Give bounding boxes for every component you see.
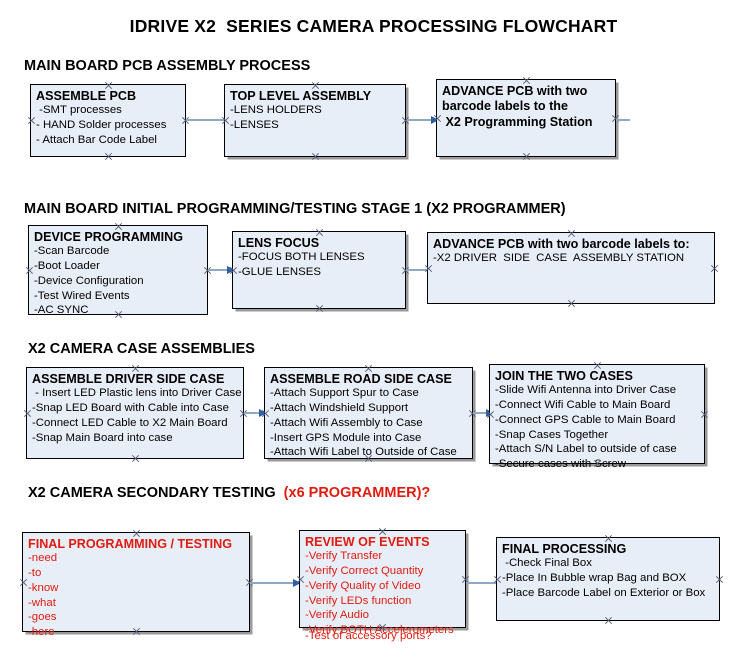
node-line: - HAND Solder processes	[36, 118, 167, 131]
node-title: ADVANCE PCB with two barcode labels to:	[433, 237, 690, 251]
node-join-the-two-cases[interactable]: JOIN THE TWO CASES -Slide Wifi Antenna i…	[489, 364, 705, 470]
node-line: -FOCUS BOTH LENSES	[238, 251, 365, 264]
node-line: -Verify Audio	[305, 609, 369, 622]
node-advance-pcb-driver-station[interactable]: ADVANCE PCB with two barcode labels to: …	[427, 232, 715, 304]
node-advance-pcb-x2-station[interactable]: ADVANCE PCB with two barcode labels to t…	[436, 79, 616, 157]
node-assemble-pcb[interactable]: ASSEMBLE PCB -SMT processes - HAND Solde…	[30, 84, 186, 157]
node-line: -Attach Support Spur to Case	[270, 387, 419, 400]
node-line: -GLUE LENSES	[238, 265, 321, 278]
node-line: -Scan Barcode	[34, 245, 110, 258]
node-line: -Place In Bubble wrap Bag and BOX	[502, 571, 687, 584]
node-title: DEVICE PROGRAMMING	[34, 230, 184, 244]
node-title: LENS FOCUS	[238, 236, 320, 250]
node-assemble-road-side-case[interactable]: ASSEMBLE ROAD SIDE CASE -Attach Support …	[264, 367, 473, 459]
node-line: - Insert LED Plastic lens into Driver Ca…	[32, 387, 242, 400]
connection-handle-bottom	[522, 152, 531, 161]
node-overflow-line: -Test of accessory ports?	[305, 630, 432, 642]
node-line: -Attach Wifi Label to Outside of Case	[270, 446, 457, 459]
node-line: -Insert GPS Module into Case	[270, 431, 422, 444]
section-heading-1: MAIN BOARD PCB ASSEMBLY PROCESS	[24, 58, 311, 74]
node-line: -goes	[28, 611, 57, 624]
section-heading-2: MAIN BOARD INITIAL PROGRAMMING/TESTING S…	[24, 201, 566, 217]
node-line: -Snap LED Board with Cable into Case	[32, 401, 229, 414]
node-line: -Device Configuration	[34, 274, 144, 287]
connection-handle-bottom	[104, 152, 113, 161]
arrow-driver-case-to-road-case	[244, 405, 268, 421]
node-line: -Connect GPS Cable to Main Board	[495, 413, 676, 426]
node-title: ASSEMBLE PCB	[36, 89, 137, 103]
node-assemble-driver-side-case[interactable]: ASSEMBLE DRIVER SIDE CASE - Insert LED P…	[26, 367, 244, 459]
node-device-programming[interactable]: DEVICE PROGRAMMING -Scan Barcode -Boot L…	[28, 225, 208, 317]
section-heading-4-main: X2 CAMERA SECONDARY TESTING	[28, 485, 284, 501]
arrow-device-to-lens-focus	[208, 262, 236, 278]
connection-handle-bottom	[131, 454, 140, 463]
node-line: -Verify BOTH Accelerometers	[305, 624, 454, 637]
node-title: FINAL PROGRAMMING / TESTING	[28, 537, 233, 551]
node-line: -Secure cases with Screw	[495, 458, 627, 471]
node-title: ASSEMBLE DRIVER SIDE CASE	[32, 372, 225, 386]
node-line: -Place Barcode Label on Exterior or Box	[502, 586, 706, 599]
node-review-of-events[interactable]: REVIEW OF EVENTS -Verify Transfer -Verif…	[299, 530, 466, 642]
node-title: TOP LEVEL ASSEMBLY	[230, 89, 372, 103]
node-line: -X2 DRIVER SIDE CASE ASSEMBLY STATION	[433, 252, 685, 265]
connection-handle-bottom	[567, 299, 576, 308]
node-line: -know	[28, 581, 59, 594]
node-title: JOIN THE TWO CASES	[495, 369, 633, 383]
connection-handle-bottom	[604, 616, 613, 625]
node-line: -Connect Wifi Cable to Main Board	[495, 398, 671, 411]
node-line: -need	[28, 552, 58, 565]
node-line: -Verify Transfer	[305, 550, 383, 563]
node-title: FINAL PROCESSING	[502, 542, 627, 556]
node-line: -to	[28, 566, 42, 579]
node-title: REVIEW OF EVENTS	[305, 535, 430, 549]
node-line: -Snap Cases Together	[495, 428, 609, 441]
node-line: -Attach Wifi Assembly to Case	[270, 416, 423, 429]
node-line: -SMT processes	[36, 104, 122, 117]
node-final-programming-testing[interactable]: FINAL PROGRAMMING / TESTING -need -to -k…	[22, 532, 250, 638]
node-line: -Test Wired Events	[34, 289, 130, 302]
node-lens-focus[interactable]: LENS FOCUS -FOCUS BOTH LENSES -GLUE LENS…	[232, 231, 406, 309]
connection-handle-bottom	[315, 304, 324, 313]
section-heading-4: X2 CAMERA SECONDARY TESTING (x6 PROGRAMM…	[28, 485, 430, 501]
node-line: -Verify Correct Quantity	[305, 564, 424, 577]
arrow-final-prog-to-review	[250, 575, 302, 591]
page-title: IDRIVE X2 SERIES CAMERA PROCESSING FLOWC…	[129, 16, 618, 36]
node-title-line3: X2 Programming Station	[442, 114, 593, 129]
node-line: -LENS HOLDERS	[230, 104, 322, 117]
node-line: -Check Final Box	[502, 557, 592, 570]
node-line: -here	[28, 626, 55, 639]
node-line: -Verify Quality of Video	[305, 579, 421, 592]
node-line: -Boot Loader	[34, 259, 100, 272]
node-line: -Attach S/N Label to outside of case	[495, 443, 677, 456]
node-title: ADVANCE PCB with two	[442, 84, 588, 98]
connector-stub	[616, 119, 630, 121]
connection-handle-bottom	[311, 152, 320, 161]
node-line: -Snap Main Board into case	[32, 431, 173, 444]
arrow-top-level-to-advance	[407, 112, 440, 128]
section-heading-3: X2 CAMERA CASE ASSEMBLIES	[28, 341, 255, 357]
node-line: -LENSES	[230, 118, 279, 131]
node-line: -Slide Wifi Antenna into Driver Case	[495, 384, 677, 397]
section-heading-4-accent: (x6 PROGRAMMER)?	[283, 485, 431, 501]
node-line: -Connect LED Cable to X2 Main Board	[32, 416, 228, 429]
node-title: ASSEMBLE ROAD SIDE CASE	[270, 372, 452, 386]
node-title-line2: barcode labels to the	[442, 99, 568, 114]
node-line: -what	[28, 596, 56, 609]
node-line: - Attach Bar Code Label	[36, 133, 157, 146]
node-line: -Verify LEDs function	[305, 594, 412, 607]
node-line: -AC SYNC	[34, 304, 89, 317]
node-line: -Attach Windshield Support	[270, 401, 409, 414]
node-final-processing[interactable]: FINAL PROCESSING -Check Final Box -Place…	[496, 537, 720, 621]
node-top-level-assembly[interactable]: TOP LEVEL ASSEMBLY -LENS HOLDERS -LENSES	[224, 84, 406, 157]
